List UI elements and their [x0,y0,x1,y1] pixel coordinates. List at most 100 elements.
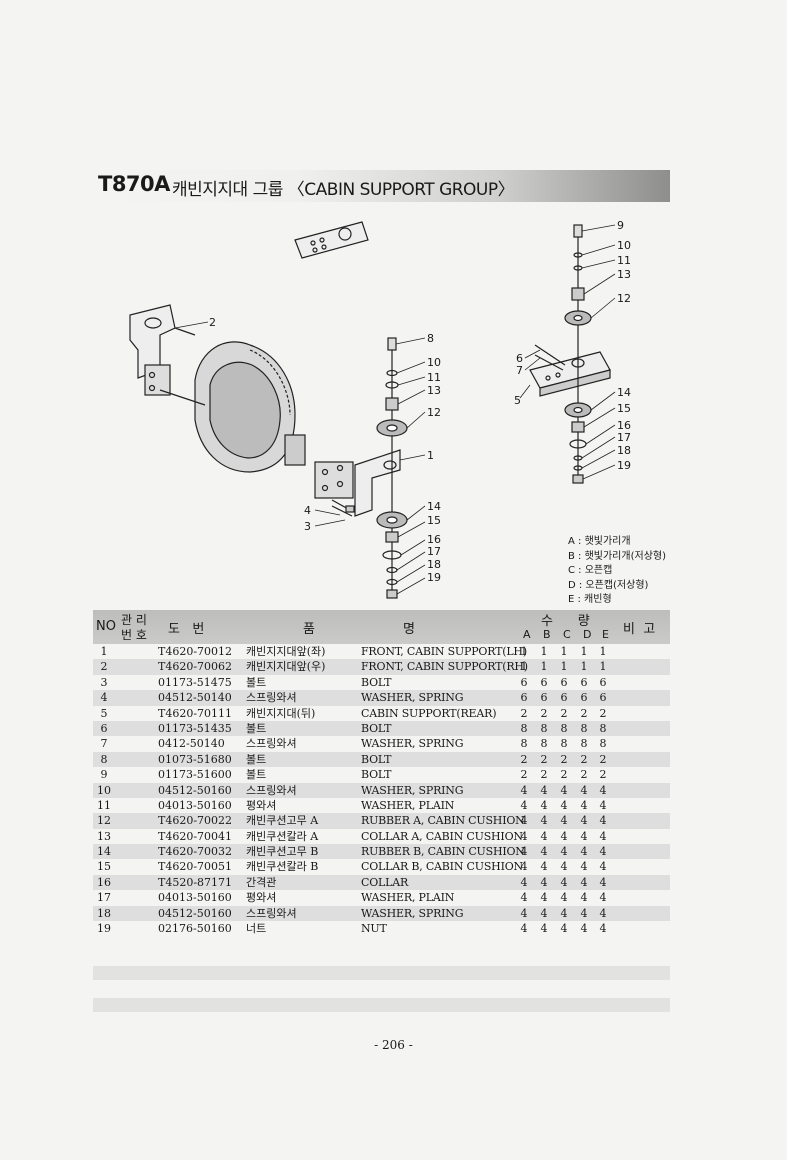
qty-b: 6 [540,675,548,689]
qty-b: 4 [540,783,548,797]
part-number-ref: 14 [97,845,111,859]
qty-c: 4 [560,829,568,843]
qty-a: 4 [520,906,528,920]
drawing-number: T4620-70111 [158,706,233,720]
rear-support-plate-top [294,221,369,259]
qty-d: 6 [580,691,588,705]
qty-a: 1 [520,660,528,674]
part-number-ref: 3 [100,675,108,689]
part-name-korean: 스프링와셔 [246,783,297,797]
qty-d: 4 [580,814,588,828]
part-name-korean: 캐빈지지대(뒤) [246,706,316,720]
qty-b: 2 [540,706,548,720]
part-name-english: BOLT [361,675,392,689]
header-variant-d: D [583,628,592,641]
drawing-number: T4620-70012 [158,645,233,658]
qty-e: 4 [599,875,607,889]
qty-b: 6 [540,691,548,705]
part-name-english: NUT [361,922,387,936]
qty-b: 4 [540,906,548,920]
qty-e: 4 [599,922,607,936]
callout-19-front: 19 [427,571,441,584]
qty-d: 8 [580,721,588,735]
part-number-ref: 5 [100,706,108,720]
callout-13-rear: 13 [617,268,631,281]
drawing-number: T4620-70051 [158,860,233,874]
bracket-left [129,304,196,396]
header-mgmt: 관 리 [121,613,147,627]
callout-12-front: 12 [427,406,441,419]
header-remarks: 비 고 [623,622,656,637]
drawing-number: 0412-50140 [158,737,225,751]
drawing-number: T4520-87171 [158,875,233,889]
qty-d: 1 [580,660,588,674]
part-name-english: CABIN SUPPORT(REAR) [361,706,497,720]
drawing-number: 04512-50160 [158,906,232,920]
page-title: 캐빈지지대 그룹 〈CABIN SUPPORT GROUP〉 [172,180,515,200]
callout-8: 8 [427,332,434,345]
part-number-ref: 10 [97,783,111,797]
callout-10-front: 10 [427,356,441,369]
callout-17-front: 17 [427,545,441,558]
qty-b: 4 [540,829,548,843]
qty-e: 6 [599,675,607,689]
drawing-number: T4620-70062 [158,660,233,674]
legend-item-d: D : 오픈캡(저상형) [568,579,649,591]
callout-14-rear: 14 [617,386,631,399]
qty-a: 8 [520,737,528,751]
part-number-ref: 12 [97,814,111,828]
part-name-korean: 볼트 [246,768,267,782]
header-drawing-no: 도 번 [168,622,205,637]
header-variant-a: A [523,628,531,641]
qty-a: 2 [520,752,528,766]
qty-b: 8 [540,721,548,735]
qty-c: 4 [560,814,568,828]
part-name-english: WASHER, PLAIN [361,891,455,905]
qty-a: 4 [520,860,528,874]
drawing-number: 04013-50160 [158,798,232,812]
model-code: T870A [98,172,170,196]
qty-c: 4 [560,922,568,936]
callout-3: 3 [304,520,311,533]
qty-c: 4 [560,860,568,874]
part-name-english: FRONT, CABIN SUPPORT(RH) [361,660,528,674]
qty-a: 6 [520,675,528,689]
qty-a: 4 [520,829,528,843]
qty-c: 4 [560,906,568,920]
qty-c: 6 [560,691,568,705]
part-number-ref: 1 [100,645,108,658]
part-name-korean: 캐빈쿠션칼라 B [246,860,319,874]
callout-12-rear: 12 [617,292,631,305]
qty-d: 2 [580,768,588,782]
front-support-bracket [314,449,401,517]
empty-row-band [93,998,670,1012]
callout-18-rear: 18 [617,444,631,457]
header-mgmt-2: 번 호 [121,628,147,642]
part-name-english: BOLT [361,721,392,735]
part-number-ref: 13 [97,829,111,843]
part-name-korean: 볼트 [246,675,267,689]
part-name-english: BOLT [361,768,392,782]
part-name-korean: 캐빈쿠션고무 B [246,845,319,859]
qty-d: 2 [580,706,588,720]
qty-d: 2 [580,752,588,766]
qty-b: 1 [540,660,548,674]
qty-a: 4 [520,875,528,889]
qty-c: 4 [560,845,568,859]
callout-6: 6 [516,352,523,365]
qty-e: 4 [599,814,607,828]
header-variant-c: C [563,628,571,641]
part-name-korean: 너트 [246,922,267,936]
qty-b: 4 [540,875,548,889]
part-number-ref: 18 [97,906,111,920]
qty-d: 6 [580,675,588,689]
